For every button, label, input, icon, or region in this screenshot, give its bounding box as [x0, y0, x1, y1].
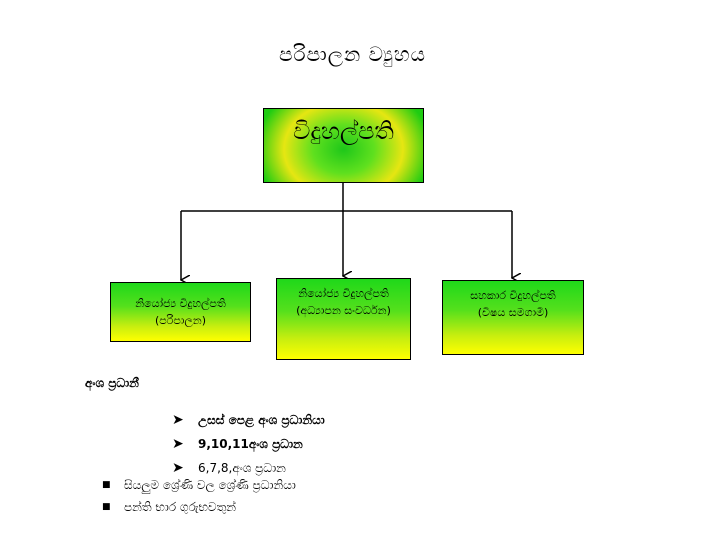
deputy-admin-box: නියෝජ්‍ය විදුහල්පති (පරිපාලන) [110, 282, 251, 342]
diagram-title: පරිපාලන ව්‍යුහය [278, 42, 427, 66]
list-item: ■ පන්ති භාර ගුරුභවතුන් [102, 499, 237, 514]
list-item: ➤ 9,10,11අංශ ප්‍රධාන [172, 436, 303, 452]
list-item: ■ සියලුම ශ්‍රේණි වල ශ්‍රේණි ප්‍රධානියා [102, 477, 296, 492]
deputy-admin-subtitle: (පරිපාලන) [154, 314, 207, 327]
arrow-bullet-icon: ➤ [172, 460, 184, 476]
principal-box: විදුහල්පති [263, 108, 424, 183]
arrow-bullet-icon: ➤ [172, 436, 184, 452]
assistant-principal-subtitle: (විෂය සමගාමී) [477, 306, 549, 319]
bullet-list: ■ සියලුම ශ්‍රේණි වල ශ්‍රේණි ප්‍රධානියා ■… [102, 474, 296, 518]
assistant-principal-title: සහකාර විදුහල්පති [470, 289, 556, 302]
square-bullet-icon: ■ [102, 480, 111, 490]
arrow-bullet-icon: ➤ [172, 412, 184, 428]
deputy-admin-title: නියෝජ්‍ය විදුහල්පති [135, 297, 226, 310]
principal-label: විදුහල්පති [293, 117, 394, 145]
deputy-education-subtitle: (අධ්‍යාපන සංවර්ධන) [296, 304, 391, 317]
list-item: ➤ උසස් පෙළ අංශ ප්‍රධානියා [172, 412, 325, 428]
assistant-principal-box: සහකාර විදුහල්පති (විෂය සමගාමී) [442, 280, 584, 355]
section-heads-list: ➤ උසස් පෙළ අංශ ප්‍රධානියා ➤ 9,10,11අංශ ප… [172, 408, 325, 480]
section-heading: අංශ ප්‍රධානී [85, 376, 139, 390]
deputy-education-box: නියෝජ්‍ය විදුහල්පති (අධ්‍යාපන සංවර්ධන) [276, 278, 411, 360]
deputy-education-title: නියෝජ්‍ය විදුහල්පති [298, 287, 389, 300]
square-bullet-icon: ■ [102, 502, 111, 512]
list-item: ➤ 6,7,8,අංශ ප්‍රධාන [172, 460, 286, 476]
